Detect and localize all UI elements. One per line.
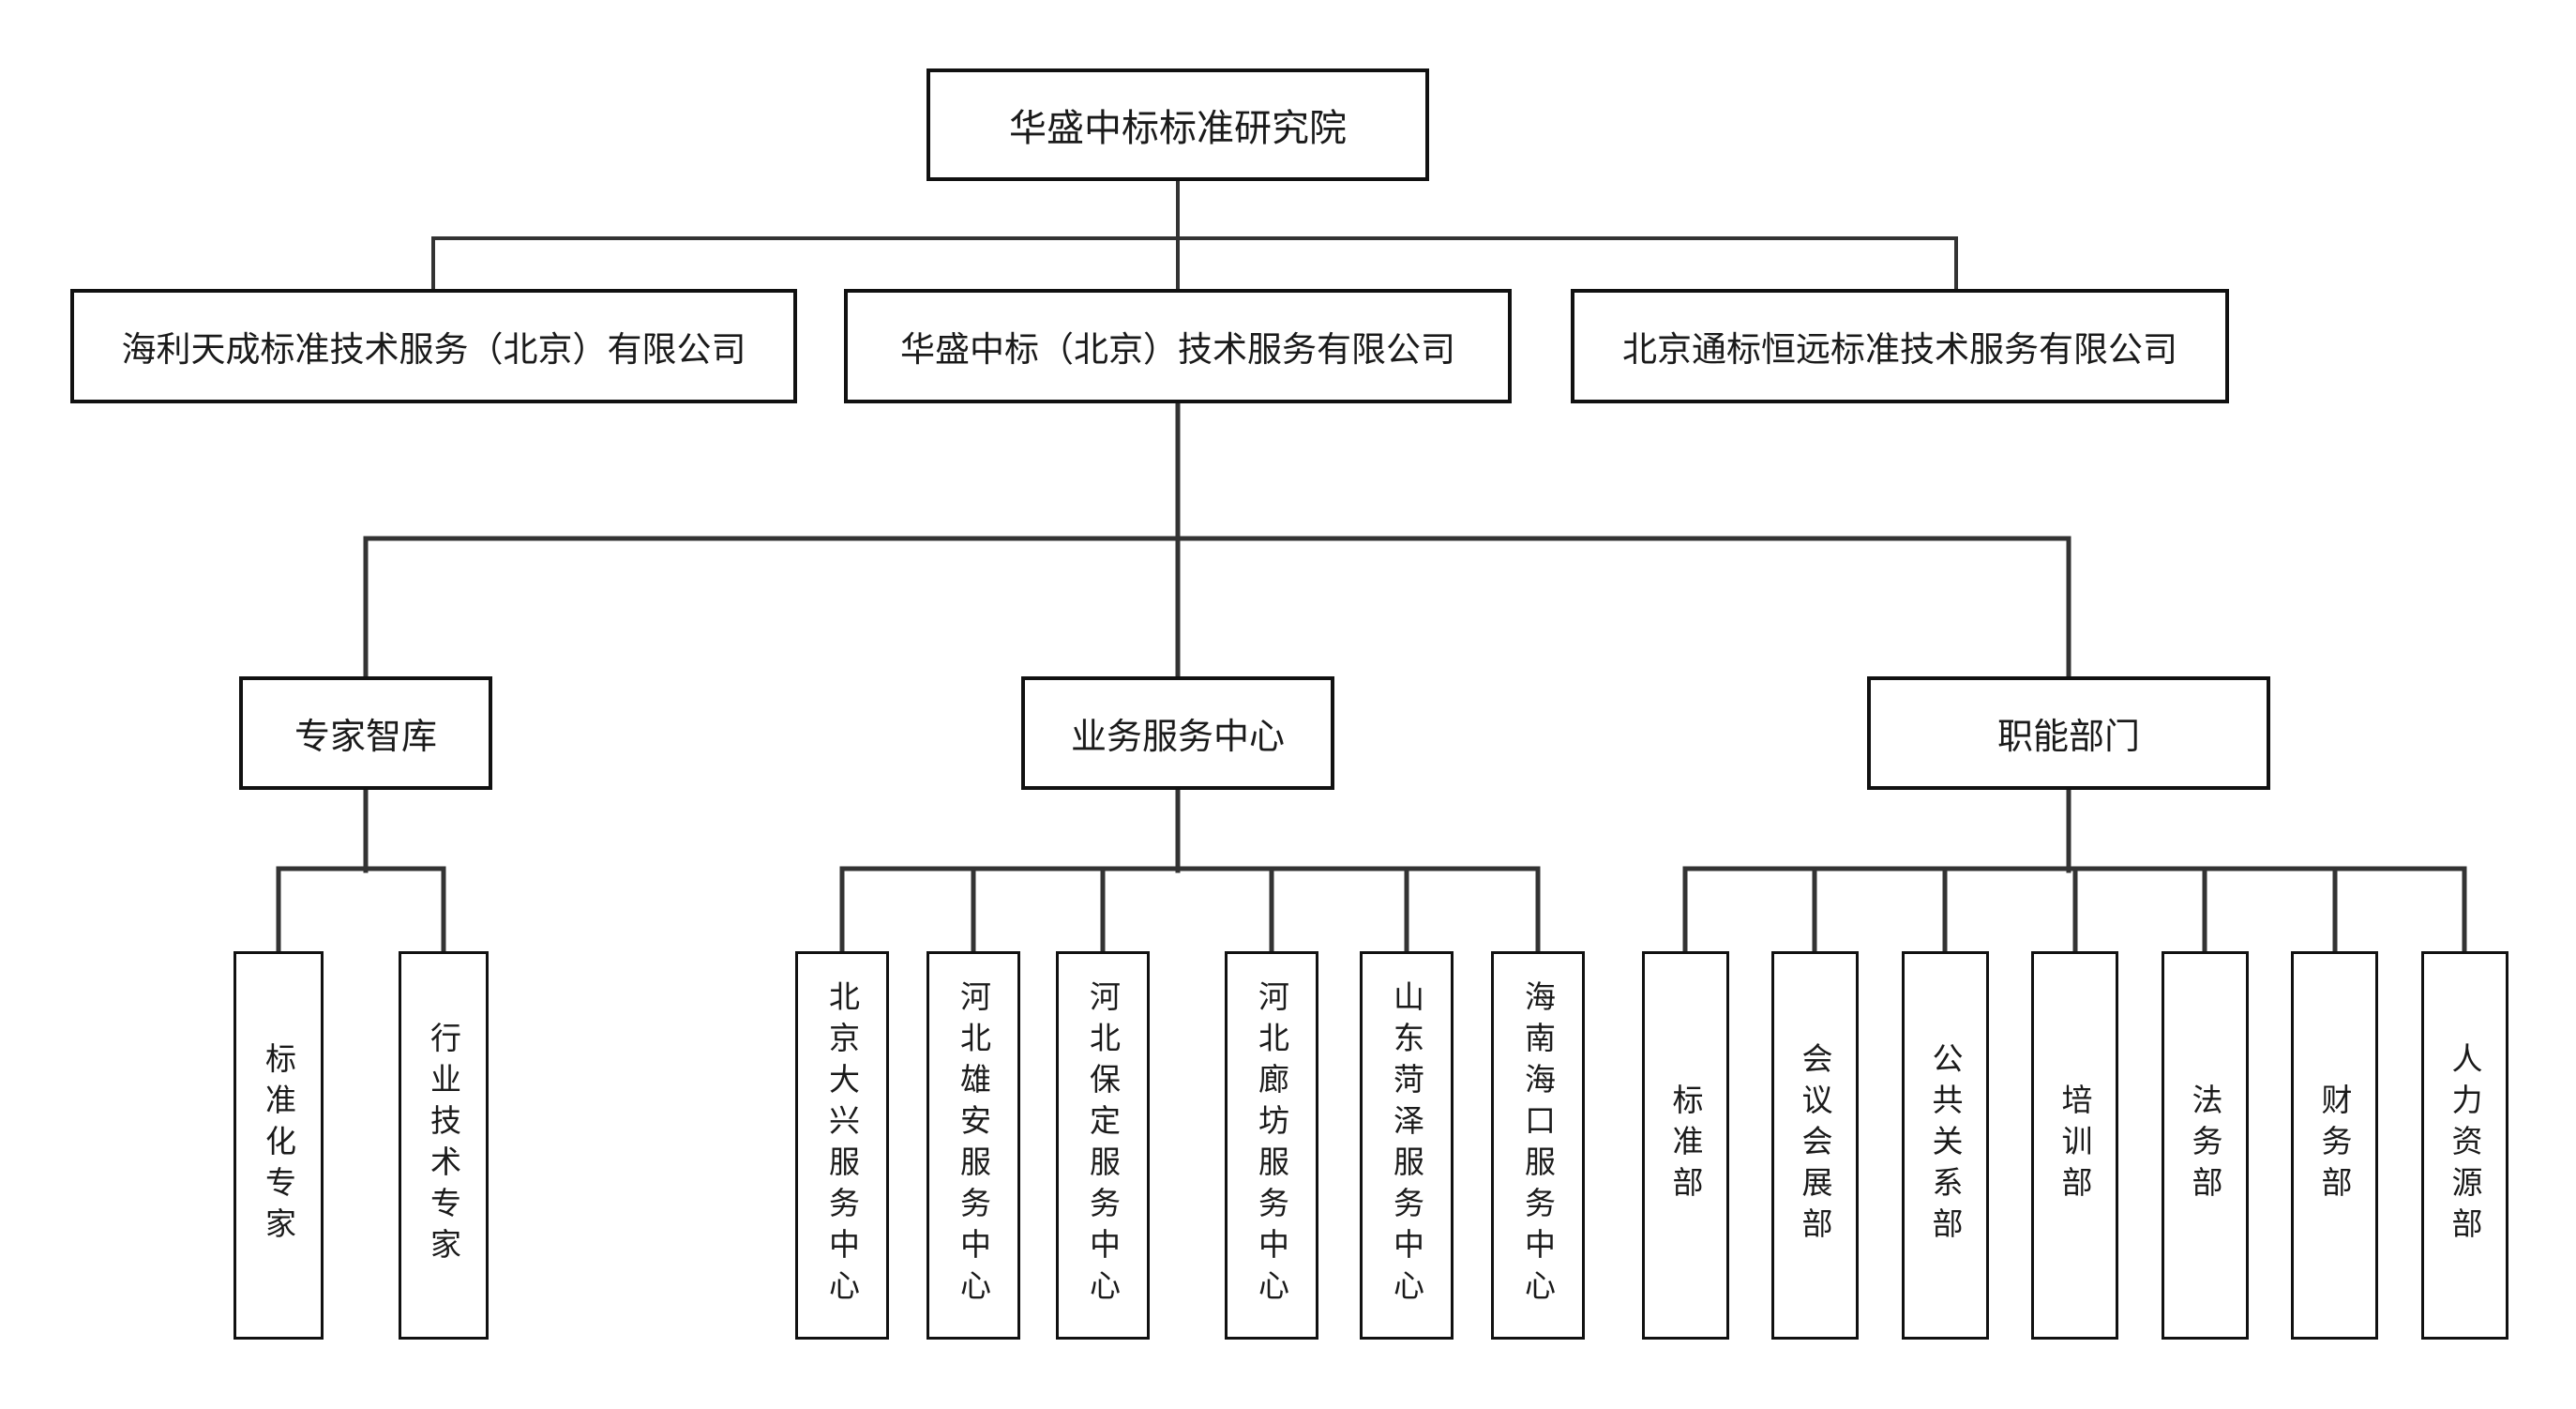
node-subsidiary-2: 华盛中标（北京）技术服务有限公司 bbox=[844, 289, 1512, 403]
node-department-5: 法务部 bbox=[2162, 951, 2249, 1340]
connector-group-divisions bbox=[363, 401, 2071, 683]
node-service-center-3-label: 河北保定服务中心 bbox=[1085, 980, 1121, 1311]
node-subsidiary-2-label: 华盛中标（北京）技术服务有限公司 bbox=[900, 330, 1455, 369]
node-department-2: 会议会展部 bbox=[1771, 951, 1859, 1340]
node-expert-1-label: 标准化专家 bbox=[261, 1042, 296, 1249]
connector-group-experts bbox=[276, 787, 446, 958]
node-expert-1: 标准化专家 bbox=[233, 951, 324, 1340]
node-division-service-centers-label: 业务服务中心 bbox=[1070, 718, 1285, 757]
node-service-center-2: 河北雄安服务中心 bbox=[926, 951, 1020, 1340]
node-division-experts-label: 专家智库 bbox=[294, 718, 437, 757]
node-expert-2: 行业技术专家 bbox=[399, 951, 489, 1340]
node-root: 华盛中标标准研究院 bbox=[926, 68, 1429, 181]
node-department-3: 公共关系部 bbox=[1902, 951, 1989, 1340]
node-department-6-label: 财务部 bbox=[2317, 1083, 2352, 1207]
node-service-center-4: 河北廊坊服务中心 bbox=[1225, 951, 1318, 1340]
node-department-6: 财务部 bbox=[2291, 951, 2378, 1340]
node-service-center-3: 河北保定服务中心 bbox=[1056, 951, 1150, 1340]
node-service-center-1: 北京大兴服务中心 bbox=[795, 951, 889, 1340]
node-department-4-label: 培训部 bbox=[2057, 1083, 2092, 1207]
node-root-label: 华盛中标标准研究院 bbox=[1009, 108, 1347, 149]
connector-group-departments bbox=[1682, 787, 2467, 958]
node-department-7: 人力资源部 bbox=[2421, 951, 2508, 1340]
node-department-3-label: 公共关系部 bbox=[1928, 1042, 1963, 1249]
node-service-center-5-label: 山东菏泽服务中心 bbox=[1389, 980, 1424, 1311]
connector-group-root bbox=[431, 179, 1958, 295]
node-subsidiary-3: 北京通标恒远标准技术服务有限公司 bbox=[1571, 289, 2229, 403]
node-department-5-label: 法务部 bbox=[2188, 1083, 2222, 1207]
node-department-1: 标准部 bbox=[1642, 951, 1729, 1340]
node-division-service-centers: 业务服务中心 bbox=[1021, 676, 1334, 790]
node-service-center-2-label: 河北雄安服务中心 bbox=[956, 980, 991, 1311]
node-service-center-1-label: 北京大兴服务中心 bbox=[824, 980, 860, 1311]
node-division-departments: 职能部门 bbox=[1867, 676, 2270, 790]
node-subsidiary-3-label: 北京通标恒远标准技术服务有限公司 bbox=[1622, 330, 2177, 369]
node-department-2-label: 会议会展部 bbox=[1798, 1042, 1832, 1249]
node-subsidiary-1: 海利天成标准技术服务（北京）有限公司 bbox=[70, 289, 797, 403]
node-subsidiary-1-label: 海利天成标准技术服务（北京）有限公司 bbox=[121, 330, 746, 369]
node-department-4: 培训部 bbox=[2031, 951, 2118, 1340]
node-service-center-6: 海南海口服务中心 bbox=[1491, 951, 1585, 1340]
node-service-center-4-label: 河北廊坊服务中心 bbox=[1254, 980, 1289, 1311]
connector-group-service-centers bbox=[839, 787, 1541, 958]
node-department-7-label: 人力资源部 bbox=[2448, 1042, 2482, 1249]
node-service-center-6-label: 海南海口服务中心 bbox=[1520, 980, 1556, 1311]
node-service-center-5: 山东菏泽服务中心 bbox=[1360, 951, 1454, 1340]
node-department-1-label: 标准部 bbox=[1668, 1083, 1703, 1207]
node-division-experts: 专家智库 bbox=[239, 676, 492, 790]
node-division-departments-label: 职能部门 bbox=[1996, 718, 2140, 757]
node-expert-2-label: 行业技术专家 bbox=[426, 1022, 461, 1269]
